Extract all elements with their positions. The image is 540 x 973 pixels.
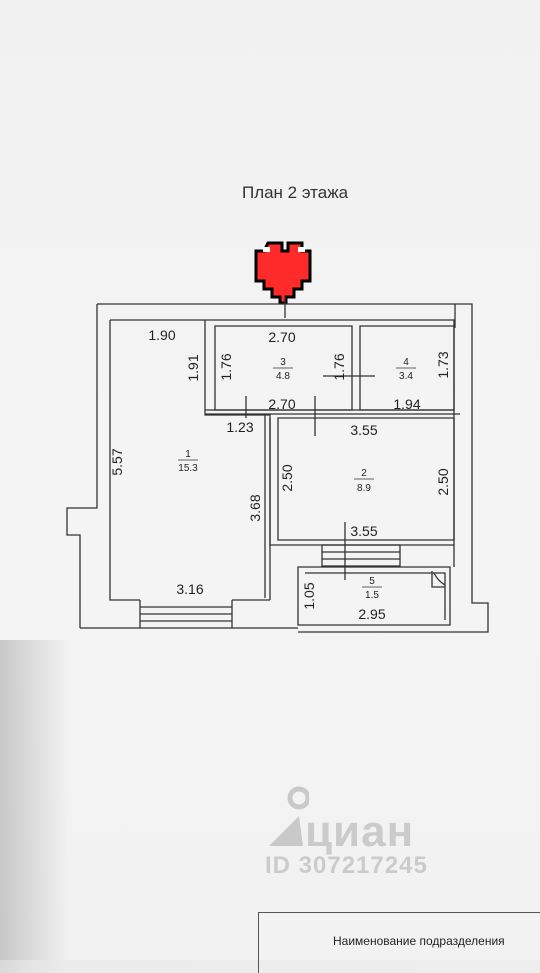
dimension-label: 2.50 <box>435 468 451 495</box>
location-pin-icon <box>269 786 309 846</box>
shadow <box>0 640 70 960</box>
room-area: 8.9 <box>357 483 371 494</box>
dimension-label: 1.73 <box>435 351 451 378</box>
dimension-label: 5.57 <box>109 448 125 475</box>
footer-label: Наименование подразделения <box>333 934 505 948</box>
room-area: 15.3 <box>178 463 198 474</box>
room-number: 5 <box>369 576 375 587</box>
room-labels: 1 15.3 2 8.9 3 4.8 4 3.4 5 1.5 <box>178 357 416 601</box>
footer-box <box>258 912 540 973</box>
watermark-brand: циан <box>305 807 415 856</box>
dimension-label: 2.95 <box>358 606 385 622</box>
dimension-label: 1.90 <box>148 327 175 343</box>
room-area: 4.8 <box>276 371 290 382</box>
heart-icon <box>254 241 312 305</box>
dimension-label: 3.16 <box>176 581 203 597</box>
plan-title: План 2 этажа <box>241 183 349 202</box>
dimension-label: 1.23 <box>226 419 253 435</box>
room-number: 4 <box>403 357 409 368</box>
dimension-label: 1.91 <box>185 354 201 381</box>
dimension-label: 2.70 <box>268 396 295 412</box>
room-number: 2 <box>361 468 367 479</box>
walls <box>66 296 489 633</box>
dimension-label: 1.05 <box>301 582 317 609</box>
dimension-label: 1.76 <box>331 353 347 380</box>
dimension-label: 2.50 <box>279 464 295 491</box>
room-area: 3.4 <box>399 371 413 382</box>
dimension-label: 3.68 <box>247 494 263 521</box>
room-area: 1.5 <box>365 590 379 601</box>
room-number: 1 <box>185 449 191 460</box>
dimension-labels: 1.90 1.91 5.57 1.23 3.68 3.16 2.70 1.76 … <box>109 327 451 622</box>
dimension-label: 1.94 <box>393 396 420 412</box>
watermark-id: ID 307217245 <box>265 852 428 879</box>
dimension-label: 3.55 <box>350 422 377 438</box>
room-number: 3 <box>280 357 286 368</box>
dimension-label: 1.76 <box>218 353 234 380</box>
dimension-label: 3.55 <box>350 523 377 539</box>
dimension-label: 2.70 <box>268 329 295 345</box>
